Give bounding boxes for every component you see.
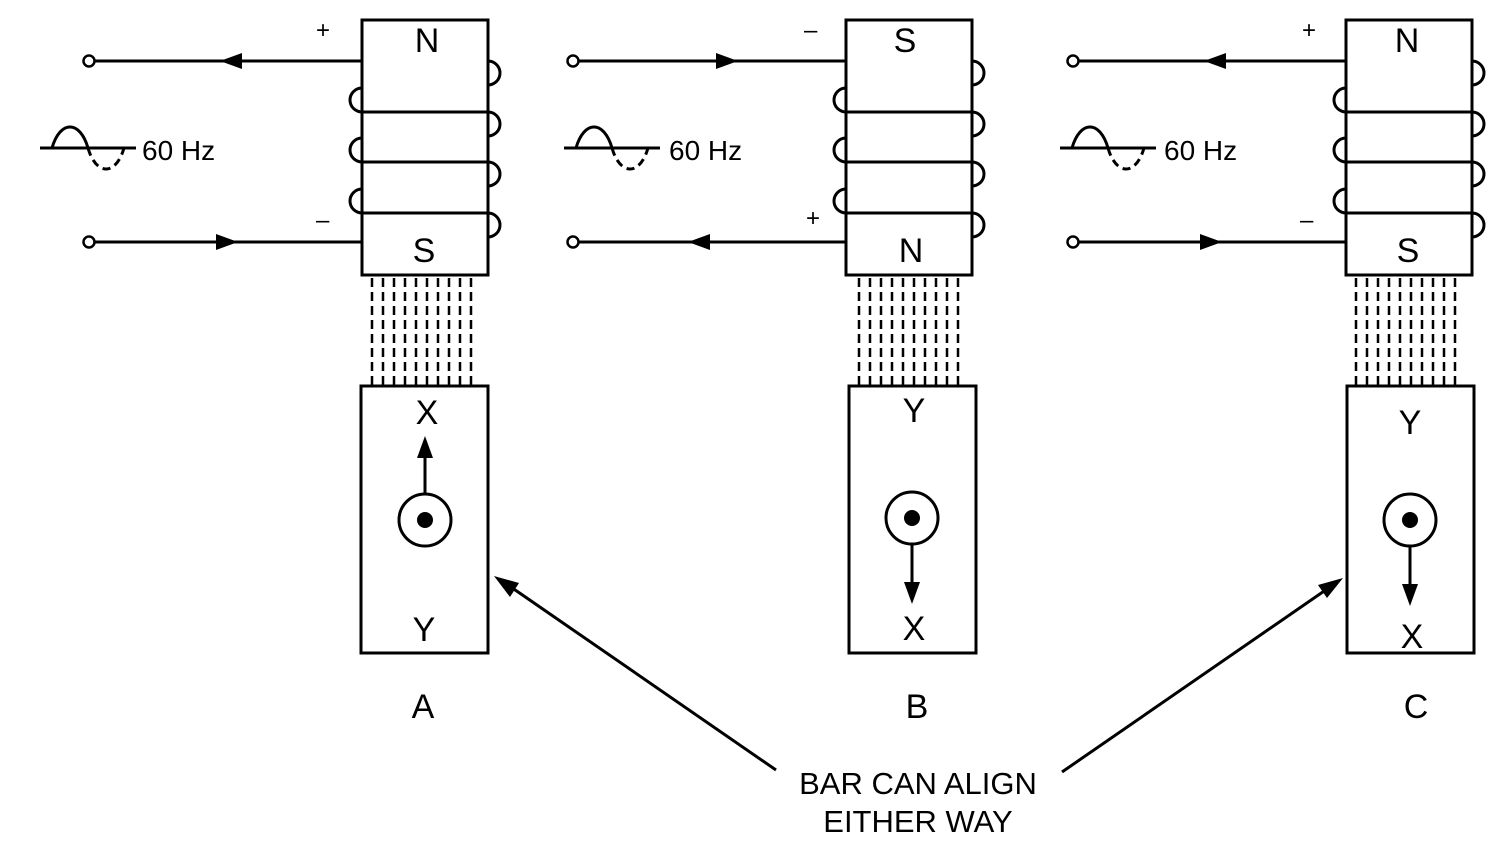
coil-winding [348, 59, 502, 239]
top-terminal [82, 54, 96, 68]
frequency-label: 60 Hz [1164, 135, 1237, 166]
top-pole-label: N [415, 22, 440, 60]
panel-label: A [412, 688, 435, 726]
top-wire-arrow-icon [1204, 53, 1226, 69]
bar-arrow-down-icon [1402, 584, 1418, 606]
top-terminal [566, 54, 580, 68]
ac-sine-icon [564, 125, 660, 171]
top-wire-arrow-icon [716, 53, 738, 69]
coil-winding [832, 59, 986, 239]
bottom-polarity-sign: – [316, 207, 330, 234]
flux-lines [370, 278, 473, 385]
top-pole-label: S [894, 22, 917, 60]
flux-lines [857, 278, 960, 385]
bottom-terminal [566, 235, 580, 249]
bar-arrow-down-icon [904, 582, 920, 604]
panel-c: 60 Hz + – N S [1060, 17, 1486, 726]
panel-label: C [1404, 688, 1429, 726]
top-wire-arrow-icon [220, 53, 242, 69]
bottom-pole-label: S [1397, 232, 1420, 270]
note-line-1: BAR CAN ALIGN [799, 766, 1037, 801]
top-pole-label: N [1395, 22, 1420, 60]
coil-winding [1332, 59, 1486, 239]
panel-a: 60 Hz + – N S [40, 17, 502, 726]
frequency-label: 60 Hz [142, 135, 215, 166]
note-line-2: EITHER WAY [823, 804, 1012, 839]
top-terminal [1066, 54, 1080, 68]
pivot-dot [904, 510, 920, 526]
magnet-core [844, 18, 974, 277]
top-polarity-sign: + [1302, 17, 1316, 44]
ac-sine-icon [1060, 125, 1156, 171]
panel-label: B [906, 688, 929, 726]
bar-top-label: Y [903, 392, 926, 430]
pivot-dot [417, 512, 433, 528]
bar-bottom-label: X [1401, 618, 1424, 656]
flux-lines [1354, 278, 1457, 385]
bottom-terminal [82, 235, 96, 249]
bar-bottom-label: Y [413, 611, 436, 649]
bar-arrow-up-icon [417, 436, 433, 458]
bottom-pole-label: N [899, 232, 924, 270]
panel-b: 60 Hz – + S N [564, 17, 986, 726]
frequency-label: 60 Hz [669, 135, 742, 166]
bottom-wire-arrow-icon [216, 234, 238, 250]
bar-bottom-label: X [903, 610, 926, 648]
ac-sine-icon [40, 125, 136, 171]
top-polarity-sign: – [804, 17, 818, 44]
bottom-terminal [1066, 235, 1080, 249]
bottom-wire-arrow-icon [688, 234, 710, 250]
pointer-line-right [1061, 585, 1331, 774]
bottom-polarity-sign: – [1300, 207, 1314, 234]
bar-top-label: X [416, 394, 439, 432]
bottom-pole-label: S [413, 232, 436, 270]
bar-top-label: Y [1399, 404, 1422, 442]
bottom-polarity-sign: + [806, 205, 820, 232]
pointer-arrow-left-icon [494, 576, 519, 597]
bottom-wire-arrow-icon [1200, 234, 1222, 250]
pointer-line-left [507, 583, 777, 772]
top-polarity-sign: + [316, 17, 330, 44]
pointer-arrow-right-icon [1318, 578, 1343, 598]
magnet-core [360, 18, 490, 277]
pivot-dot [1402, 512, 1418, 528]
note-pointers [494, 576, 1343, 774]
magnet-core [1344, 18, 1474, 277]
